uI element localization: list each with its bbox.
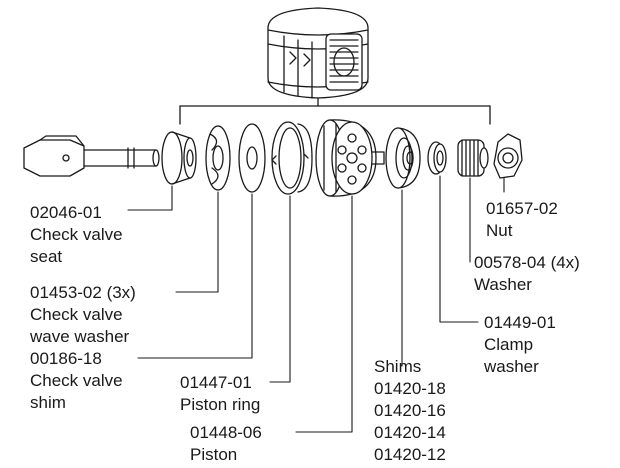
part-name: Check valve bbox=[30, 371, 123, 390]
leader-lines bbox=[127, 175, 505, 433]
label-check-valve-seat: 02046-01 Check valve seat bbox=[30, 202, 123, 268]
label-washer: 00578-04 (4x) Washer bbox=[474, 252, 580, 296]
clamp-washer-part bbox=[427, 141, 447, 175]
shim-part-number: 01420-14 bbox=[374, 423, 446, 442]
label-piston: 01448-06 Piston bbox=[190, 422, 262, 466]
label-clamp-washer: 01449-01 Clamp washer bbox=[484, 312, 556, 378]
piston-ring-part bbox=[271, 121, 313, 195]
check-valve-seat-part bbox=[161, 131, 197, 185]
part-number: 00186-18 bbox=[30, 349, 102, 368]
assembly-bracket bbox=[179, 97, 491, 125]
part-name: seat bbox=[30, 247, 63, 266]
part-name: Piston ring bbox=[180, 395, 261, 414]
part-name: Nut bbox=[486, 221, 513, 240]
part-name: Check valve bbox=[30, 225, 123, 244]
shim-part-number: 01420-16 bbox=[374, 401, 446, 420]
label-piston-ring: 01447-01 Piston ring bbox=[180, 372, 260, 416]
shim-part-number: 01420-18 bbox=[374, 379, 446, 398]
part-number: 02046-01 bbox=[30, 203, 102, 222]
part-number: 00578-04 (4x) bbox=[474, 253, 580, 272]
assembled-valve bbox=[267, 7, 369, 99]
nut-part bbox=[493, 133, 523, 179]
part-name: Washer bbox=[474, 275, 532, 294]
label-nut: 01657-02 Nut bbox=[486, 198, 558, 242]
label-shims: Shims 01420-18 01420-16 01420-14 01420-1… bbox=[374, 356, 446, 466]
shim-part-number: 01420-12 bbox=[374, 445, 446, 464]
piston-shaft bbox=[23, 135, 160, 177]
part-name: shim bbox=[30, 393, 66, 412]
valve-shim-part bbox=[238, 123, 266, 193]
part-name: wave washer bbox=[30, 327, 130, 346]
part-name: washer bbox=[484, 357, 539, 376]
wave-washer-part bbox=[205, 125, 231, 191]
part-number: 01447-01 bbox=[180, 373, 252, 392]
part-number: 01448-06 bbox=[190, 423, 262, 442]
washers-part bbox=[457, 139, 489, 177]
label-wave-washer: 01453-02 (3x) Check valve wave washer bbox=[30, 282, 136, 348]
part-number: 01657-02 bbox=[486, 199, 558, 218]
label-valve-shim: 00186-18 Check valve shim bbox=[30, 348, 123, 414]
part-name: Clamp bbox=[484, 335, 534, 354]
part-number: 01449-01 bbox=[484, 313, 556, 332]
part-name: Piston bbox=[190, 445, 238, 464]
part-name: Check valve bbox=[30, 305, 123, 324]
part-number: 01453-02 (3x) bbox=[30, 283, 136, 302]
shims-title: Shims bbox=[374, 357, 422, 376]
shims-part bbox=[385, 127, 421, 189]
piston-part bbox=[315, 119, 385, 197]
